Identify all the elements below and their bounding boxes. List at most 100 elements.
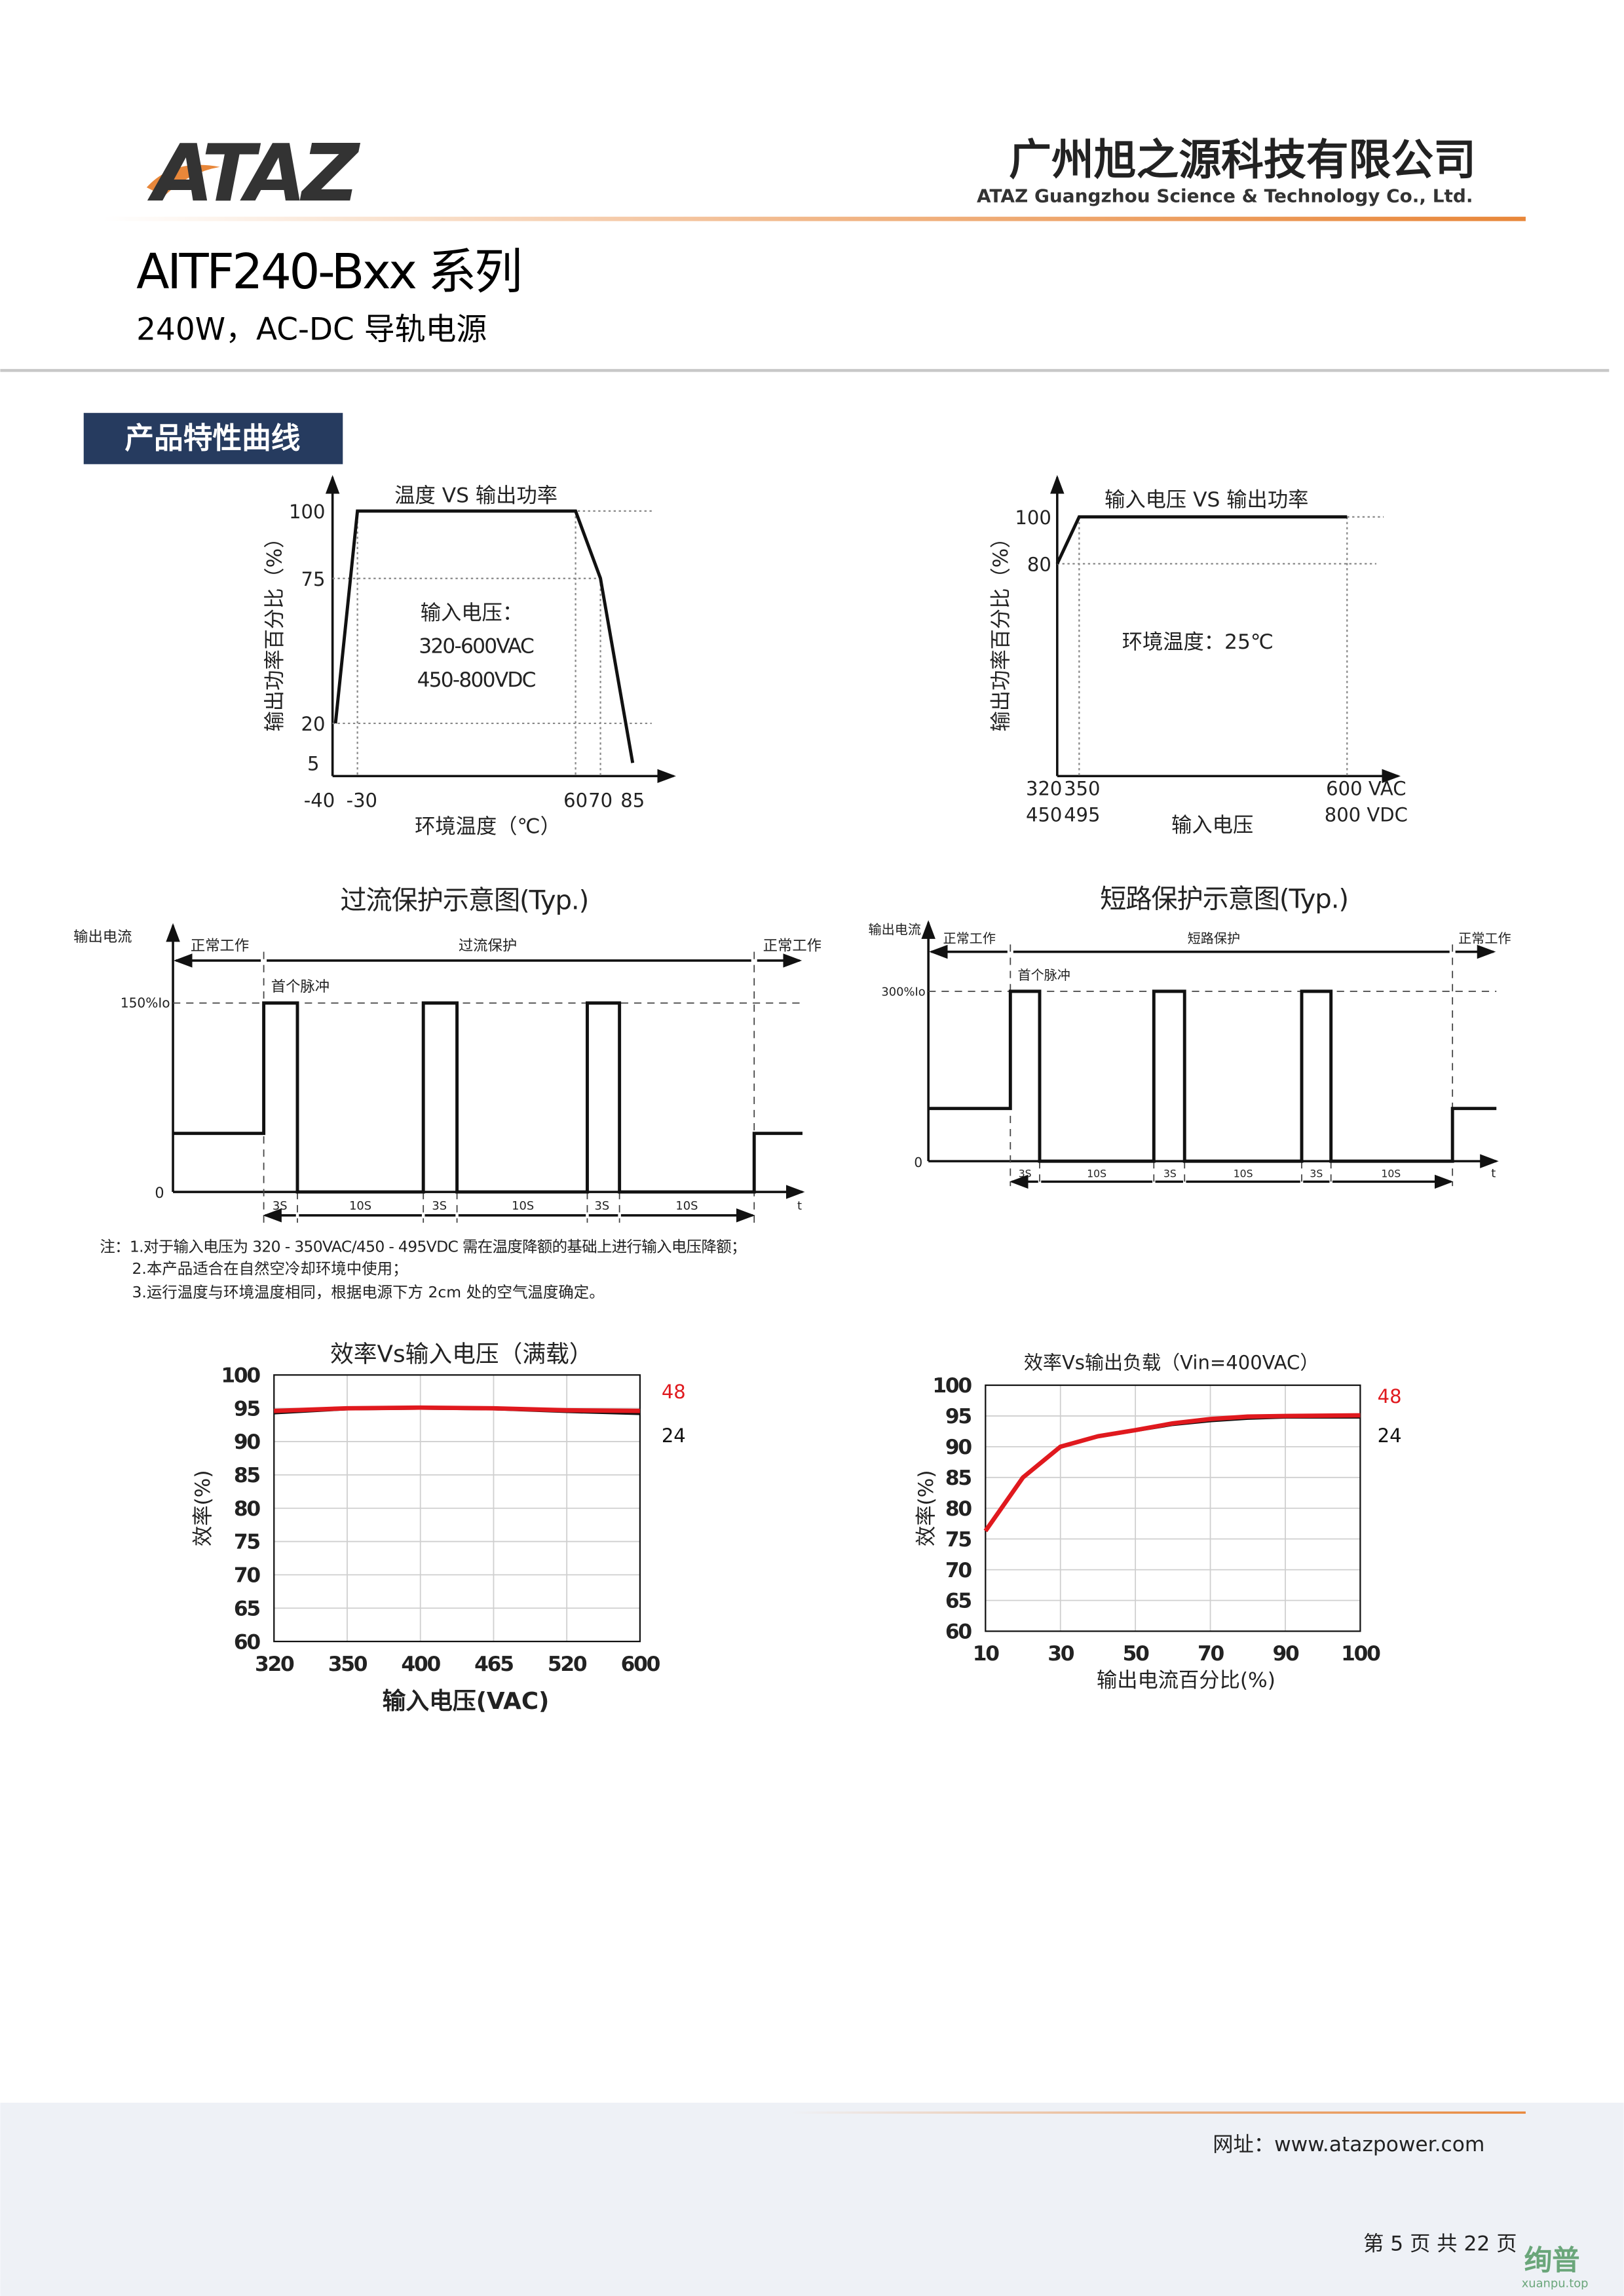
y-tick-label: 100 <box>932 1374 972 1398</box>
x-tick-label: 465 <box>474 1653 513 1676</box>
derating-input-diagram: 输入电压 VS 输出功率 100 80 320 350 600 VAC 450 … <box>989 474 1408 837</box>
plot-area <box>985 1384 1361 1632</box>
svg-text:输出功率百分比（%）: 输出功率百分比（%） <box>263 527 286 731</box>
svg-text:300%Io: 300%Io <box>881 985 925 999</box>
svg-text:首个脉冲: 首个脉冲 <box>1017 967 1070 983</box>
y-tick-label: 75 <box>234 1531 260 1554</box>
header-divider <box>102 216 1526 221</box>
x-tick-label: 30 <box>1048 1642 1074 1666</box>
efficiency-vs-load-chart: 效率Vs输出负载（Vin=400VAC）10095908580757065601… <box>915 1351 1402 1692</box>
y-tick-label: 70 <box>945 1559 972 1582</box>
chart-title: 效率Vs输入电压（满载） <box>330 1341 593 1368</box>
x-tick-label: 520 <box>548 1653 587 1676</box>
svg-text:正常工作: 正常工作 <box>943 930 996 946</box>
svg-text:800 VDC: 800 VDC <box>1325 804 1408 826</box>
svg-text:10S: 10S <box>512 1199 534 1213</box>
x-tick-label: 320 <box>255 1653 294 1676</box>
x-tick-label: 70 <box>1198 1642 1224 1666</box>
scp-waveform <box>928 989 1497 1163</box>
svg-text:ATAZ: ATAZ <box>147 128 361 220</box>
diagram-title: 过流保护示意图(Typ.) <box>340 886 588 916</box>
svg-text:环境温度（℃）: 环境温度（℃） <box>415 815 561 839</box>
svg-text:3S: 3S <box>273 1199 288 1213</box>
svg-text:2.本产品适合在自然空冷却环境中使用；: 2.本产品适合在自然空冷却环境中使用； <box>132 1259 407 1278</box>
x-tick-label: 600 <box>621 1653 660 1676</box>
y-tick-label: 95 <box>945 1405 972 1428</box>
svg-text:输出功率百分比（%）: 输出功率百分比（%） <box>989 527 1013 731</box>
svg-text:10S: 10S <box>1234 1168 1253 1180</box>
website-link: 网址：www.atazpower.com <box>1213 2133 1484 2156</box>
svg-text:60: 60 <box>563 789 588 811</box>
derating-curve <box>333 509 635 763</box>
diagram-title: 温度 VS 输出功率 <box>394 484 557 508</box>
y-tick-label: 80 <box>234 1497 261 1521</box>
svg-text:过流保护: 过流保护 <box>459 937 517 954</box>
svg-text:输出电流: 输出电流 <box>869 922 921 938</box>
derating-temp-diagram: 温度 VS 输出功率 100 75 20 5 -40 -30 60 70 85 … <box>263 474 676 839</box>
diagram-title: 输入电压 VS 输出功率 <box>1105 488 1308 512</box>
series-line-48 <box>983 1413 1361 1533</box>
svg-text:100: 100 <box>1015 507 1051 529</box>
svg-text:t: t <box>1491 1167 1496 1181</box>
svg-text:正常工作: 正常工作 <box>1458 930 1511 946</box>
x-axis-label: 输入电压(VAC) <box>383 1688 550 1715</box>
svg-text:3S: 3S <box>1163 1168 1177 1180</box>
x-tick-label: 90 <box>1272 1642 1299 1666</box>
svg-text:450: 450 <box>1026 804 1062 826</box>
y-tick-label: 90 <box>945 1436 972 1459</box>
svg-text:10S: 10S <box>675 1199 698 1213</box>
svg-text:5: 5 <box>307 752 319 775</box>
svg-text:t: t <box>797 1199 802 1213</box>
company-name-cn: 广州旭之源科技有限公司 <box>1009 136 1476 185</box>
svg-text:495: 495 <box>1064 804 1100 826</box>
svg-text:3S: 3S <box>1019 1168 1032 1180</box>
svg-text:正常工作: 正常工作 <box>763 937 821 954</box>
svg-text:100: 100 <box>289 501 325 523</box>
legend-label: 48 <box>1378 1385 1402 1407</box>
svg-text:10S: 10S <box>349 1199 371 1213</box>
y-tick-label: 65 <box>945 1590 972 1613</box>
svg-text:3S: 3S <box>432 1199 447 1213</box>
y-tick-label: 90 <box>234 1430 261 1454</box>
y-tick-label: 80 <box>945 1497 972 1521</box>
header: ATAZ 广州旭之源科技有限公司 ATAZ Guangzhou Science … <box>102 128 1526 221</box>
svg-text:-30: -30 <box>347 789 377 811</box>
scp-diagram: 短路保护示意图(Typ.) 输出电流 正常工作 短路保护 正常工作 300%Io… <box>869 885 1511 1187</box>
y-tick-label: 100 <box>221 1364 260 1388</box>
svg-text:150%Io: 150%Io <box>121 995 170 1010</box>
watermark: 绚普 <box>1524 2245 1580 2277</box>
svg-text:10S: 10S <box>1381 1168 1401 1180</box>
svg-text:320-600VAC: 320-600VAC <box>419 635 534 659</box>
svg-text:20: 20 <box>301 713 325 735</box>
svg-text:3S: 3S <box>1310 1168 1323 1180</box>
svg-text:首个脉冲: 首个脉冲 <box>271 978 330 995</box>
svg-text:320: 320 <box>1026 777 1062 799</box>
svg-text:正常工作: 正常工作 <box>191 937 249 954</box>
svg-text:短路保护: 短路保护 <box>1188 930 1240 946</box>
x-tick-label: 50 <box>1123 1642 1150 1666</box>
svg-text:75: 75 <box>301 568 325 590</box>
svg-text:注：1.对于输入电压为 320 - 350VAC/450 -: 注：1.对于输入电压为 320 - 350VAC/450 - 495VDC 需在… <box>100 1238 746 1256</box>
svg-text:85: 85 <box>620 789 645 811</box>
svg-text:3.运行温度与环境温度相同，根据电源下方 2cm 处的空气温: 3.运行温度与环境温度相同，根据电源下方 2cm 处的空气温度确定。 <box>132 1283 604 1301</box>
derating-curve <box>1055 515 1348 565</box>
x-tick-label: 400 <box>401 1653 440 1676</box>
x-tick-label: 10 <box>973 1642 1000 1666</box>
svg-text:0: 0 <box>914 1155 922 1170</box>
y-tick-label: 85 <box>945 1466 972 1490</box>
x-tick-label: 100 <box>1341 1642 1380 1666</box>
page-number: 第 5 页 共 22 页 <box>1363 2232 1517 2256</box>
notes: 注：1.对于输入电压为 320 - 350VAC/450 - 495VDC 需在… <box>100 1238 746 1301</box>
y-tick-label: 75 <box>945 1528 972 1552</box>
product-subtitle: 240W，AC-DC 导轨电源 <box>136 311 487 347</box>
svg-text:80: 80 <box>1027 554 1051 576</box>
section-badge: 产品特性曲线 <box>83 413 343 465</box>
ataz-logo: ATAZ <box>146 128 366 220</box>
ocp-diagram: 过流保护示意图(Typ.) 输出电流 正常工作 过流保护 正常工作 150%Io… <box>73 886 821 1223</box>
y-axis-label: 效率(%) <box>191 1470 215 1546</box>
y-tick-label: 85 <box>234 1464 260 1487</box>
legend-label: 48 <box>662 1381 686 1403</box>
svg-text:3S: 3S <box>594 1199 609 1213</box>
svg-text:10S: 10S <box>1087 1168 1106 1180</box>
